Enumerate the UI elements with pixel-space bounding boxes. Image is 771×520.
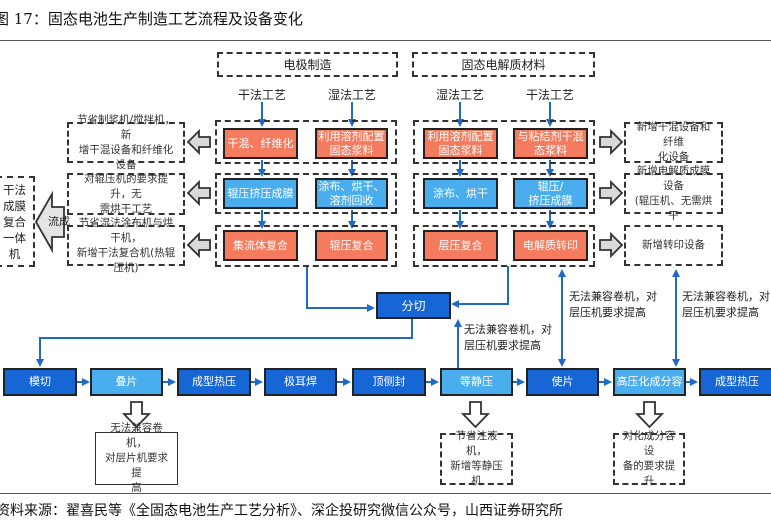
- connector-electrode-to-slitting: [306, 266, 375, 312]
- step-wet-slurry: 利用溶剂配置 固态浆料: [315, 128, 388, 159]
- connector-electrolyte-to-slitting: [451, 266, 509, 308]
- left-note-3: 节省湿法涂布机与烘干机， 新增干法复合机(热辊压机): [67, 217, 185, 274]
- step-slitting: 分切: [376, 292, 451, 319]
- step-dry-mixing: 干混、纤维化: [223, 128, 298, 159]
- big-left-arrow-icon: [34, 190, 65, 254]
- step-electrolyte-transfer: 电解质转印: [513, 230, 588, 261]
- section-header-electrode: 电极制造: [217, 52, 398, 77]
- step-roll-lamination: 辊压复合: [315, 230, 388, 261]
- step-electrolyte-coating-drying: 涂布、烘干: [423, 178, 498, 209]
- electrode-row-group-1: [215, 120, 397, 164]
- assembly-step-die-cutting: 模切: [3, 368, 77, 396]
- electrode-row-group-2: [215, 173, 397, 214]
- step-coating-drying-recovery: 涂布、烘干、 溶剂回收: [315, 178, 388, 209]
- bottom-note-isostatic: 节省注液机， 新增等静压机: [440, 430, 513, 487]
- electrode-row-group-3: [215, 225, 397, 267]
- assembly-step-formation-grading: 高压化成分容: [613, 368, 686, 396]
- step-electrolyte-roll-extrusion: 辊压/ 挤压成膜: [513, 178, 588, 209]
- assembly-step-stacking: 叠片: [90, 368, 163, 396]
- left-note-2: 对辊压机的要求提升，无 需烘干工艺: [67, 173, 185, 215]
- step-electrolyte-dry-mixing: 与粘结剂干混 态浆料: [513, 128, 588, 159]
- electrolyte-row-group-2: [413, 173, 595, 214]
- left-hollow-arrow-icon-1: [186, 128, 211, 156]
- right-note-1: 新增干混设备和纤维 化设备: [624, 121, 723, 163]
- right-note-3: 新增转印设备: [624, 225, 723, 266]
- left-hollow-arrow-icon-2: [186, 179, 211, 207]
- assembly-step-sheet: 使片: [526, 368, 599, 396]
- bottom-note-formation: 对化成分容设 备的要求提升: [613, 430, 685, 487]
- annotation-electrolyte-link: 无法兼容卷机，对 层压机要求提高: [569, 290, 657, 319]
- step-current-collector-lamination: 集流体复合: [223, 230, 298, 261]
- bottom-note-stacking: 无法兼容卷机， 对层片机要求提 高: [95, 422, 178, 494]
- assembly-step-isostatic-pressing: 等静压: [440, 368, 513, 396]
- step-electrolyte-lamination: 层压复合: [423, 230, 498, 261]
- big-arrow-label: 流成: [48, 215, 70, 228]
- right-hollow-arrow-icon-3: [599, 231, 624, 259]
- left-note-1: 节省制浆机/搅拌机，新 增干混设备和纤维化设备: [67, 114, 185, 171]
- assembly-step-tab-welding: 极耳焊: [264, 368, 337, 396]
- header-rule: [0, 40, 771, 41]
- source-footer: 资料来源：翟喜民等《全固态电池生产工艺分析》、深企投研究微信公众号，山西证券研究…: [0, 503, 563, 519]
- right-hollow-arrow-icon-1: [599, 128, 624, 156]
- electrolyte-row-group-3: [413, 225, 595, 267]
- annotation-slitting: 无法兼容卷机，对 层压机要求提高: [464, 323, 552, 352]
- assembly-step-final-hot-pressing: 成型热压: [699, 368, 771, 396]
- connector-slitting-to-die-cutting: [36, 318, 413, 367]
- assembly-step-hot-pressing: 成型热压: [177, 368, 251, 396]
- section-header-electrolyte: 固态电解质材料: [412, 52, 595, 77]
- down-hollow-arrow-icon-1: [121, 401, 152, 429]
- left-hollow-arrow-icon-3: [186, 231, 211, 259]
- step-electrolyte-wet-slurry: 利用溶剂配置 固态浆料: [423, 128, 498, 159]
- electrolyte-row-group-1: [413, 120, 595, 164]
- label-electrode-wet: 湿法工艺: [327, 88, 376, 102]
- label-electrolyte-wet: 湿法工艺: [435, 88, 484, 102]
- step-roll-extrusion: 辊压挤压成膜: [223, 178, 298, 209]
- annotation-right-link: 无法兼容卷机，对 层压机要求提高: [682, 290, 770, 319]
- label-electrode-dry: 干法工艺: [237, 88, 286, 102]
- label-electrolyte-dry: 干法工艺: [525, 88, 574, 102]
- down-hollow-arrow-icon-3: [634, 401, 665, 429]
- down-hollow-arrow-icon-2: [460, 401, 491, 429]
- assembly-step-side-sealing: 顶侧封: [352, 368, 426, 396]
- right-hollow-arrow-icon-2: [599, 179, 624, 207]
- footer-rule: [0, 493, 771, 494]
- figure-title: 图 17：固态电池生产制造工艺流程及设备变化: [0, 10, 303, 28]
- right-note-2: 新增电解质成膜设备 (辊压机、无需烘干: [624, 165, 723, 222]
- dry-film-lamination-machine: 干法 成膜 复合 一体 机: [0, 176, 35, 267]
